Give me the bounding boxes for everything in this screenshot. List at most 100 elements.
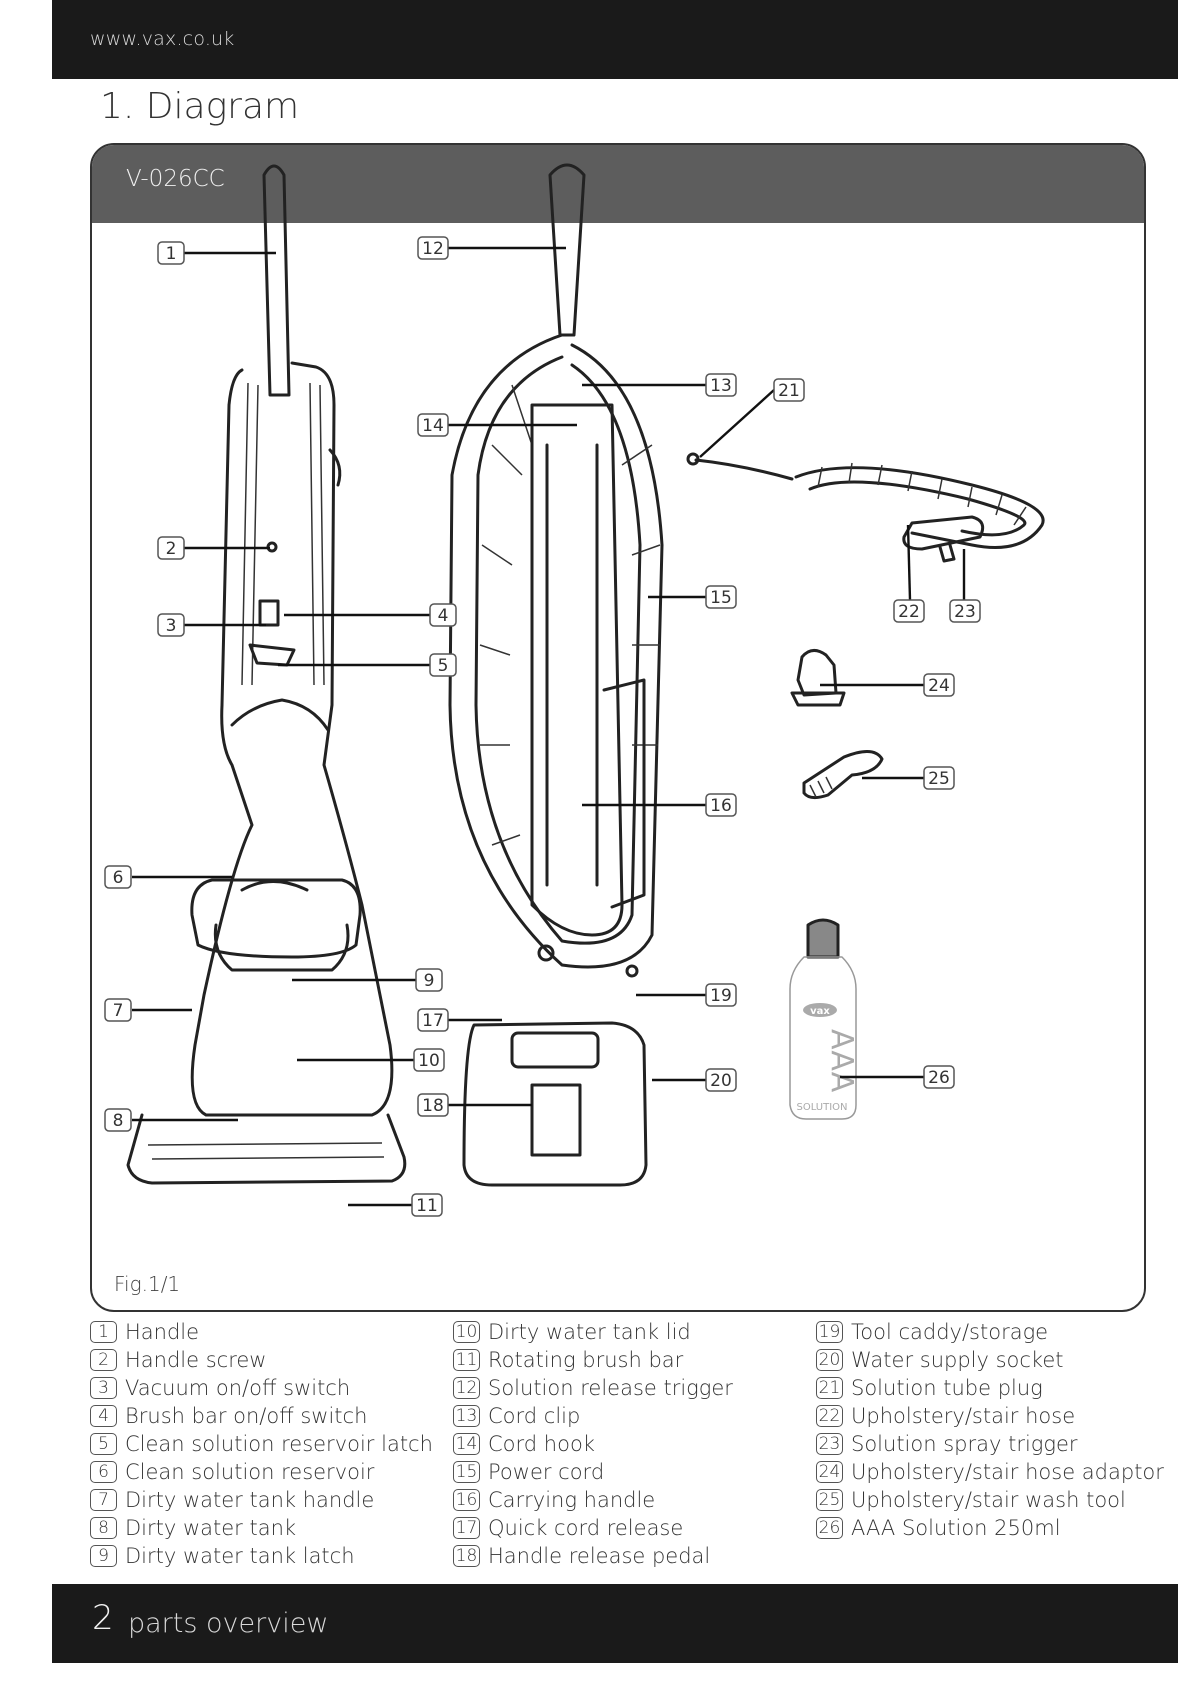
hose-illustration bbox=[686, 452, 1045, 563]
callout-21: 21 bbox=[773, 378, 805, 402]
legend-label: Handle release pedal bbox=[488, 1544, 711, 1568]
website-url[interactable]: www.vax.co.uk bbox=[90, 28, 235, 50]
bottle-aaa-text: AAA bbox=[824, 1029, 859, 1093]
callout-15: 15 bbox=[705, 585, 737, 609]
svg-text:14: 14 bbox=[422, 416, 444, 436]
rear-body-drawing bbox=[530, 403, 624, 937]
legend-label: Handle bbox=[125, 1320, 200, 1344]
legend-number: 8 bbox=[90, 1517, 117, 1539]
legend-number: 12 bbox=[453, 1377, 480, 1399]
svg-text:13: 13 bbox=[710, 376, 732, 396]
svg-text:7: 7 bbox=[113, 1001, 124, 1021]
legend-label: Clean solution reservoir latch bbox=[125, 1432, 433, 1456]
legend-label: AAA Solution 250ml bbox=[851, 1516, 1061, 1540]
legend-item: 15 Power cord bbox=[453, 1458, 733, 1486]
hose-adaptor-illustration bbox=[790, 649, 846, 707]
legend-number: 4 bbox=[90, 1405, 117, 1427]
bottle-body-drawing bbox=[789, 956, 857, 1120]
bottle-solution-text: SOLUTION bbox=[796, 1102, 847, 1113]
legend-label: Vacuum on/off switch bbox=[125, 1376, 351, 1400]
legend-number: 6 bbox=[90, 1461, 117, 1483]
legend-number: 10 bbox=[453, 1321, 480, 1343]
svg-text:15: 15 bbox=[710, 588, 732, 608]
top-banner: www.vax.co.uk bbox=[52, 0, 1178, 79]
rear-handle-drawing bbox=[548, 163, 586, 337]
svg-text:18: 18 bbox=[422, 1096, 444, 1116]
upholstery-hose-drawing bbox=[794, 466, 1045, 549]
legend-label: Dirty water tank bbox=[125, 1516, 297, 1540]
legend-item: 8 Dirty water tank bbox=[90, 1514, 433, 1542]
legend-label: Power cord bbox=[488, 1460, 605, 1484]
legend-label: Solution release trigger bbox=[488, 1376, 733, 1400]
bottle-cap-drawing bbox=[806, 918, 840, 959]
legend-label: Upholstery/stair wash tool bbox=[851, 1488, 1126, 1512]
bottle-brand-text: vax bbox=[810, 1006, 830, 1017]
svg-text:12: 12 bbox=[422, 239, 444, 259]
legend-item: 25 Upholstery/stair wash tool bbox=[816, 1486, 1164, 1514]
legend-number: 7 bbox=[90, 1489, 117, 1511]
leader-lines bbox=[132, 246, 966, 1207]
legend-label: Dirty water tank lid bbox=[488, 1320, 691, 1344]
caddy-drawing bbox=[602, 678, 646, 909]
callout-19: 19 bbox=[705, 983, 737, 1007]
model-number: V-026CC bbox=[126, 166, 225, 192]
legend-number: 23 bbox=[816, 1433, 843, 1455]
svg-text:10: 10 bbox=[418, 1051, 440, 1071]
diagram-header: V-026CC bbox=[92, 145, 1144, 223]
diagram-panel: V-026CC bbox=[90, 143, 1146, 1312]
svg-text:23: 23 bbox=[954, 602, 976, 622]
legend-item: 7 Dirty water tank handle bbox=[90, 1486, 433, 1514]
legend-number: 17 bbox=[453, 1517, 480, 1539]
callout-12: 12 bbox=[417, 236, 449, 260]
legend-number: 26 bbox=[816, 1517, 843, 1539]
svg-text:1: 1 bbox=[166, 244, 177, 264]
figure-label: Fig.1/1 bbox=[114, 1272, 181, 1296]
legend-number: 15 bbox=[453, 1461, 480, 1483]
svg-text:4: 4 bbox=[438, 606, 449, 626]
svg-text:20: 20 bbox=[710, 1071, 732, 1091]
svg-text:3: 3 bbox=[166, 616, 177, 636]
legend-label: Cord clip bbox=[488, 1404, 581, 1428]
svg-text:19: 19 bbox=[710, 986, 732, 1006]
legend-item: 12 Solution release trigger bbox=[453, 1374, 733, 1402]
legend-label: Rotating brush bar bbox=[488, 1348, 684, 1372]
tank-drawing bbox=[190, 878, 362, 959]
legend-number: 1 bbox=[90, 1321, 117, 1343]
legend-number: 25 bbox=[816, 1489, 843, 1511]
callout-23: 23 bbox=[949, 599, 981, 623]
footer-banner: 2 parts overview bbox=[52, 1584, 1178, 1663]
legend-label: Dirty water tank latch bbox=[125, 1544, 355, 1568]
callout-20: 20 bbox=[705, 1068, 737, 1092]
callout-3: 3 bbox=[157, 613, 185, 637]
svg-text:5: 5 bbox=[438, 656, 449, 676]
page-section-title: parts overview bbox=[128, 1608, 329, 1639]
legend-number: 24 bbox=[816, 1461, 843, 1483]
callout-8: 8 bbox=[104, 1108, 132, 1132]
callout-17: 17 bbox=[417, 1008, 449, 1032]
brush-bar-drawing bbox=[126, 1113, 407, 1185]
legend-label: Dirty water tank handle bbox=[125, 1488, 375, 1512]
callout-labels: 1 2 3 4 5 6 7 8 9 10 11 12 13 14 15 16 1… bbox=[104, 236, 981, 1217]
svg-text:2: 2 bbox=[166, 539, 177, 559]
legend-number: 14 bbox=[453, 1433, 480, 1455]
callout-26: 26 bbox=[923, 1065, 955, 1089]
svg-text:25: 25 bbox=[928, 769, 950, 789]
svg-text:24: 24 bbox=[928, 676, 950, 696]
reservoir-body-drawing bbox=[190, 361, 394, 1117]
callout-7: 7 bbox=[104, 998, 132, 1022]
callout-1: 1 bbox=[157, 241, 185, 265]
parts-diagram: vax AAA SOLUTION bbox=[104, 163, 1045, 1217]
svg-text:26: 26 bbox=[928, 1068, 950, 1088]
legend-item: 26 AAA Solution 250ml bbox=[816, 1514, 1164, 1542]
page-title: 1. Diagram bbox=[100, 86, 300, 127]
legend-label: Solution tube plug bbox=[851, 1376, 1043, 1400]
